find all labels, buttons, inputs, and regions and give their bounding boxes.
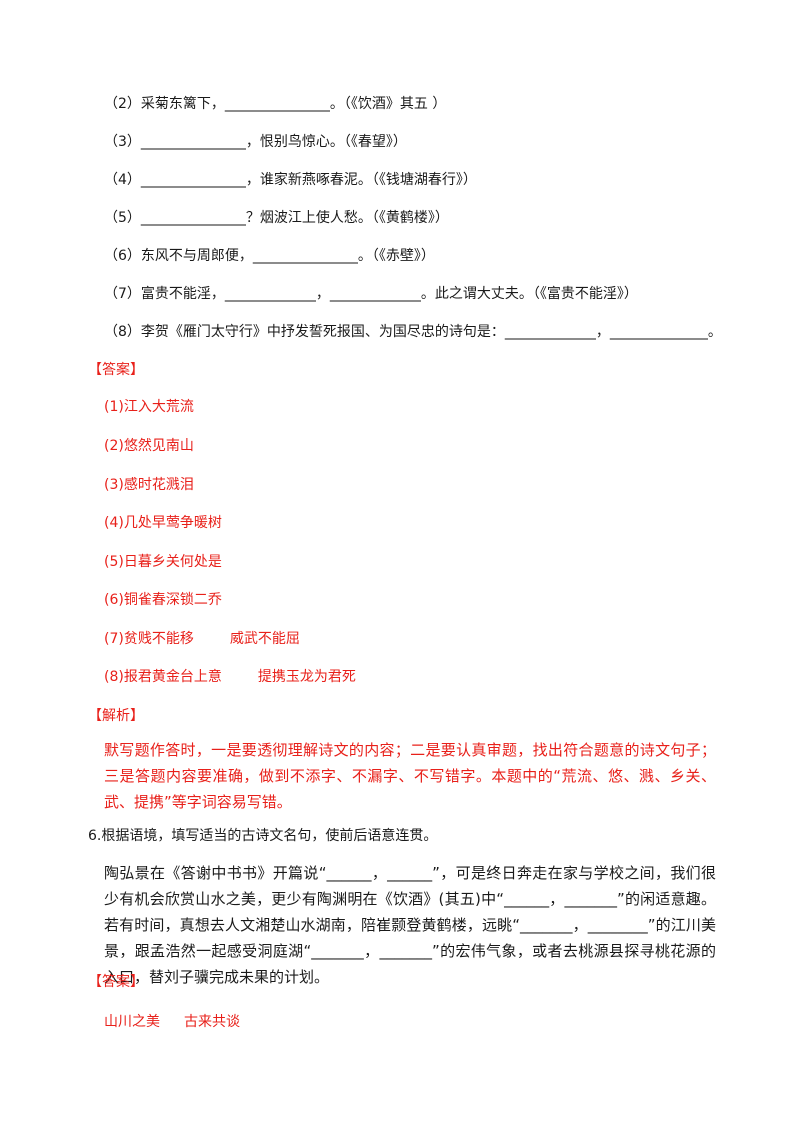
answer-8a: (8)报君黄金台上意 [104, 669, 222, 685]
question-8: （8）李贺《雁门太守行》中抒发誓死报国、为国尽忠的诗句是：___________… [104, 324, 722, 340]
answer-label: 【答案】 [88, 362, 144, 378]
analysis-text: 默写题作答时，一是要透彻理解诗文的内容；二是要认真审题，找出符合题意的诗文句子；… [104, 741, 716, 811]
question-5: （5）_______________？烟波江上使人愁。（《黄鹤楼》） [104, 210, 449, 226]
answer-5: (5)日暮乡关何处是 [104, 554, 222, 570]
question-6: （6）东风不与周郎便，_______________。（《赤壁》） [104, 248, 435, 264]
answer-7b: 威武不能屈 [229, 631, 300, 647]
answer-1: (1)江入大荒流 [104, 399, 194, 415]
answer2-a: 山川之美 [104, 1014, 160, 1030]
question-6-title: 6.根据语境，填写适当的古诗文名句，使前后语意连贯。 [88, 828, 438, 844]
answer-6: (6)铜雀春深锁二乔 [104, 592, 222, 608]
answer2-line: 山川之美 古来共谈 [104, 1012, 240, 1032]
answer-8b: 提携玉龙为君死 [257, 669, 356, 685]
answer-2: (2)悠然见南山 [104, 438, 194, 454]
answer-4: (4)几处早莺争暖树 [104, 515, 222, 531]
answer-3: (3)感时花溅泪 [104, 477, 194, 493]
answer-7a: (7)贫贱不能移 [104, 631, 194, 647]
answer-8: (8)报君黄金台上意 提携玉龙为君死 [104, 667, 356, 687]
question-6-text: 陶弘景在《答谢中书书》开篇说“______，______”，可是终日奔走在家与学… [104, 864, 716, 986]
question-4: （4）_______________，谁家新燕啄春泥。（《钱塘湖春行》） [104, 172, 477, 188]
answer-7: (7)贫贱不能移 威武不能屈 [104, 629, 300, 649]
question-3: （3）_______________，恨别鸟惊心。（《春望》） [104, 134, 407, 150]
question-2: （2）采菊东篱下，_______________。（《饮酒》其五 ） [104, 96, 447, 112]
answer2-label: 【答案】 [88, 974, 144, 990]
answer2-b: 古来共谈 [184, 1014, 240, 1030]
analysis-label: 【解析】 [88, 708, 144, 724]
question-7: （7）富贵不能淫，_____________，_____________。此之谓… [104, 286, 638, 302]
